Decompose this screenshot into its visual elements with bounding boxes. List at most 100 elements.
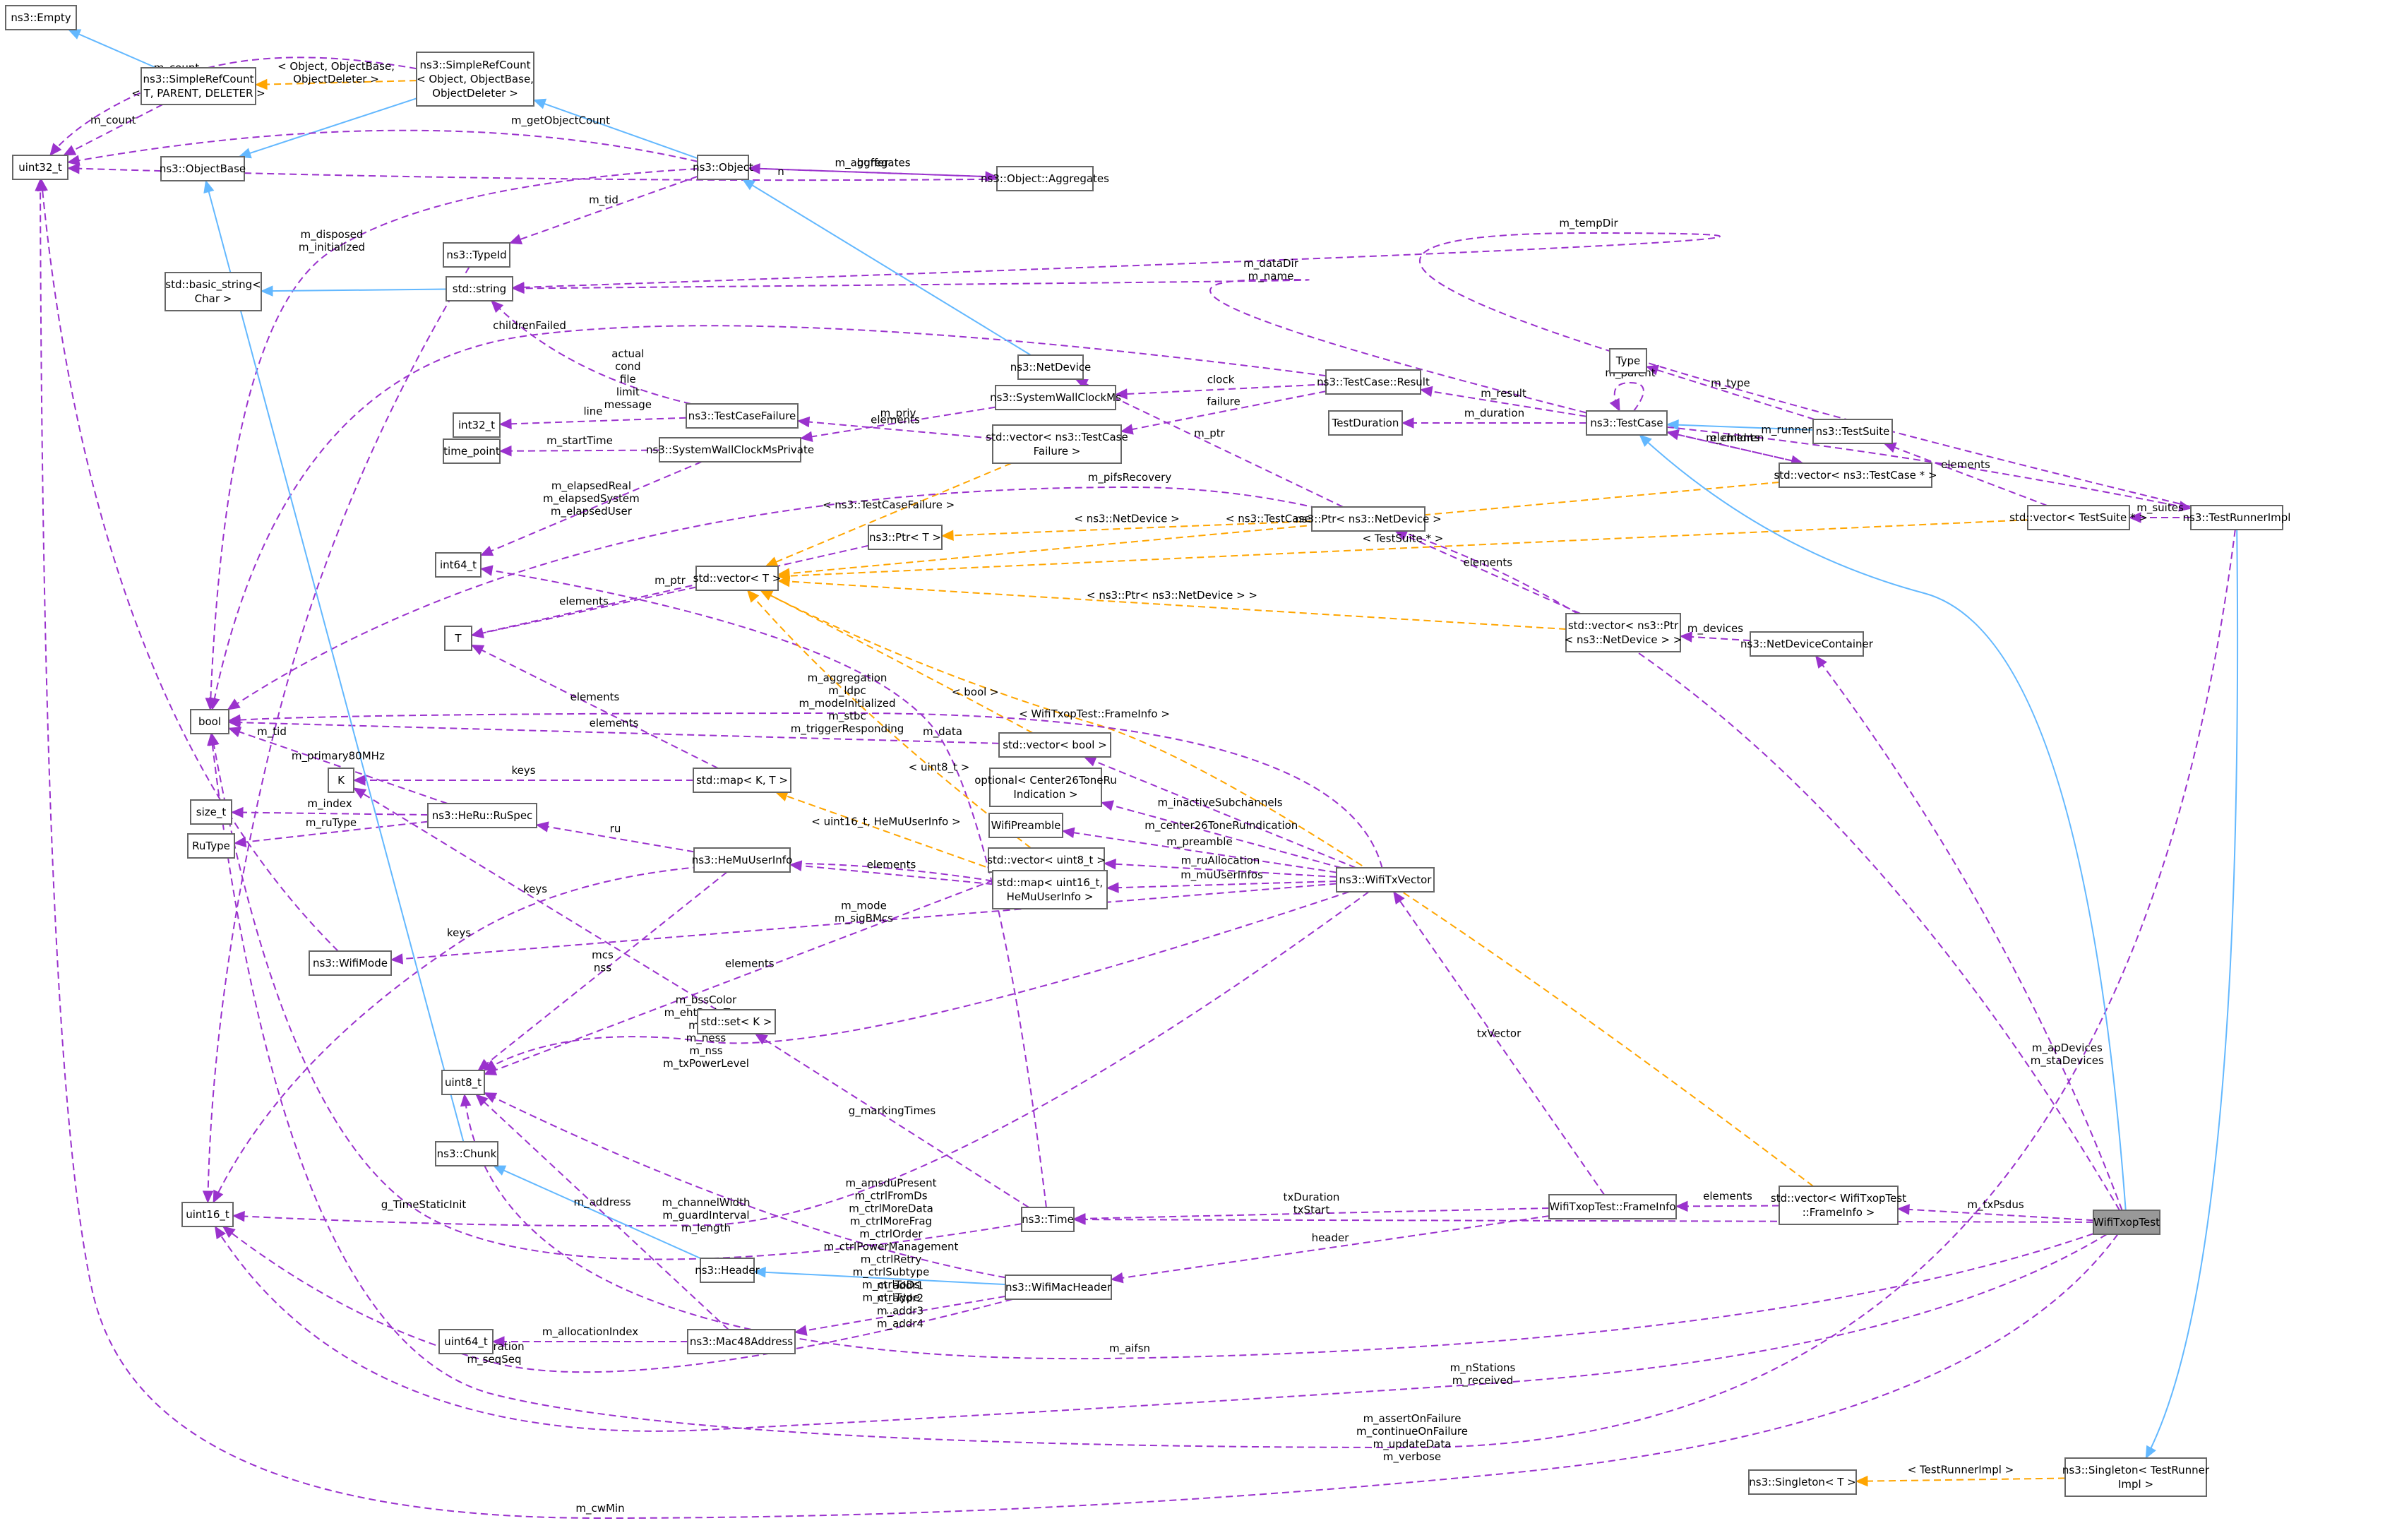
arrowhead-icon	[35, 178, 46, 191]
class-node-txoptest[interactable]: WifiTxopTest	[2093, 1210, 2160, 1235]
node-label: < Object, ObjectBase,	[417, 73, 534, 85]
arrowhead-icon	[209, 697, 220, 711]
edge-member-txvector-to-wifipreamble	[1061, 827, 1337, 873]
edge-label: elements	[1941, 458, 1990, 471]
class-node-int32[interactable]: int32_t	[453, 412, 501, 438]
edge-line	[1120, 390, 1327, 433]
class-node-uint8[interactable]: uint8_t	[441, 1070, 485, 1095]
node-box	[1609, 348, 1647, 374]
node-box	[1021, 1207, 1075, 1232]
class-node-srcOOD[interactable]: ns3::SimpleRefCount< Object, ObjectBase,…	[416, 52, 534, 107]
class-node-testsuite[interactable]: ns3::TestSuite	[1812, 419, 1893, 444]
edge-line	[213, 862, 993, 1203]
class-node-ptrT[interactable]: ns3::Ptr< T >	[868, 525, 943, 550]
class-node-wifimode[interactable]: ns3::WifiMode	[309, 950, 392, 976]
class-node-object[interactable]: ns3::Object	[693, 155, 753, 180]
class-node-srcTPD[interactable]: ns3::SimpleRefCount< T, PARENT, DELETER …	[131, 67, 265, 105]
class-node-swcmp[interactable]: ns3::SystemWallClockMsPrivate	[646, 437, 814, 462]
arrowhead-icon	[222, 1226, 236, 1238]
edge-line	[746, 590, 1032, 849]
arrowhead-icon	[1666, 429, 1680, 441]
class-node-T[interactable]: T	[444, 626, 472, 651]
class-node-K[interactable]: K	[328, 768, 354, 793]
class-node-basicstring[interactable]: std::basic_string<Char >	[165, 272, 262, 311]
class-node-uint64[interactable]: uint64_t	[438, 1329, 494, 1354]
arrowhead-icon	[511, 282, 525, 294]
edge-member-vecT-to-T	[470, 586, 697, 639]
class-node-timepoint[interactable]: time_point	[443, 438, 501, 464]
edge-label: elements	[590, 717, 639, 729]
class-node-mac48[interactable]: ns3::Mac48Address	[687, 1329, 796, 1354]
class-node-ptrND[interactable]: ns3::Ptr< ns3::NetDevice >	[1295, 506, 1442, 532]
class-node-mapu16[interactable]: std::map< uint16_t,HeMuUserInfo >	[992, 870, 1108, 909]
class-node-tcresult[interactable]: ns3::TestCase::Result	[1317, 369, 1430, 395]
class-node-singTR[interactable]: ns3::Singleton< TestRunnerImpl >	[2062, 1457, 2210, 1497]
class-node-rutype[interactable]: RuType	[187, 833, 235, 859]
class-node-sizet[interactable]: size_t	[190, 799, 232, 825]
edge-label-line: m_duration	[1464, 407, 1524, 420]
class-node-ndc[interactable]: ns3::NetDeviceContainer	[1740, 631, 1874, 657]
class-node-time[interactable]: ns3::Time	[1021, 1207, 1075, 1232]
class-node-singT[interactable]: ns3::Singleton< T >	[1748, 1469, 1857, 1495]
class-node-aggregates[interactable]: ns3::Object::Aggregates	[981, 166, 1109, 191]
edge-label: line	[583, 405, 602, 417]
class-node-swcm[interactable]: ns3::SystemWallClockMs	[990, 385, 1121, 410]
class-node-uint16[interactable]: uint16_t	[181, 1202, 234, 1227]
class-node-testduration[interactable]: TestDuration	[1328, 410, 1403, 436]
edge-label-line: m_bssColor	[676, 993, 737, 1007]
node-label: std::string	[453, 282, 506, 295]
edge-member-vecbool-to-bool	[227, 717, 1000, 744]
class-node-uint32[interactable]: uint32_t	[12, 155, 68, 180]
class-node-vecTSp[interactable]: std::vector< TestSuite * >	[2009, 505, 2148, 530]
arrowhead-icon	[1883, 442, 1897, 453]
class-node-typeid[interactable]: ns3::TypeId	[443, 242, 510, 268]
edge-line	[471, 544, 869, 636]
edge-label: m_cwMin	[575, 1502, 624, 1515]
class-node-netdevice[interactable]: ns3::NetDevice	[1010, 354, 1092, 380]
class-node-mapKT[interactable]: std::map< K, T >	[693, 768, 791, 793]
class-node-int64[interactable]: int64_t	[435, 552, 482, 578]
edge-template-vecbool-to-vecT	[760, 590, 1034, 734]
edge-label-line: m_ctrlRetry	[861, 1253, 922, 1267]
class-node-header[interactable]: ns3::Header	[695, 1258, 760, 1283]
class-node-machdr[interactable]: ns3::WifiMacHeader	[1005, 1275, 1112, 1300]
class-node-vecFI[interactable]: std::vector< WifiTxopTest::FrameInfo >	[1771, 1186, 1906, 1225]
class-node-empty[interactable]: ns3::Empty	[5, 5, 77, 30]
class-node-runner[interactable]: ns3::TestRunnerImpl	[2183, 505, 2291, 530]
edge-line	[742, 179, 1032, 356]
arrowhead-icon	[238, 148, 252, 159]
class-node-stdstring[interactable]: std::string	[446, 276, 513, 302]
class-node-bool[interactable]: bool	[190, 709, 229, 734]
class-node-frameinfo[interactable]: WifiTxopTest::FrameInfo	[1548, 1194, 1677, 1219]
class-node-tcfailure[interactable]: ns3::TestCaseFailure	[686, 403, 799, 429]
arrowhead-icon	[747, 163, 760, 174]
class-node-setK[interactable]: std::set< K >	[697, 1009, 776, 1034]
edge-label-line: m_triggerResponding	[791, 722, 904, 736]
arrowhead-icon	[483, 1092, 498, 1103]
class-node-vecu8[interactable]: std::vector< uint8_t >	[987, 847, 1106, 873]
edge-label: < WifiTxopTest::FrameInfo >	[1019, 708, 1170, 720]
edge-label: m_center26ToneRuIndication	[1144, 819, 1298, 832]
edge-line	[228, 727, 448, 804]
edge-label-line: m_count	[90, 114, 136, 127]
edge-label-line: m_getObjectCount	[511, 114, 610, 127]
class-node-type[interactable]: Type	[1609, 348, 1647, 374]
class-node-objbase[interactable]: ns3::ObjectBase	[160, 156, 246, 181]
class-node-vecT[interactable]: std::vector< T >	[693, 566, 782, 591]
class-node-wifipreamble[interactable]: WifiPreamble	[988, 813, 1063, 838]
edge-member-txoptest-to-bool	[227, 486, 2120, 1211]
arrowhead-icon	[352, 787, 367, 799]
edge-label-line: m_addr1	[877, 1279, 923, 1292]
class-node-vecTCF[interactable]: std::vector< ns3::TestCaseFailure >	[986, 424, 1128, 464]
class-node-testcase[interactable]: ns3::TestCase	[1586, 410, 1668, 436]
class-node-vecTCp[interactable]: std::vector< ns3::TestCase * >	[1774, 462, 1937, 488]
edge-label: keys	[523, 883, 547, 895]
class-node-ruspec[interactable]: ns3::HeRu::RuSpec	[427, 803, 537, 828]
edge-label: < TestSuite * >	[1363, 532, 1444, 544]
class-node-chunk[interactable]: ns3::Chunk	[435, 1141, 498, 1166]
class-node-vecPtrND[interactable]: std::vector< ns3::Ptr< ns3::NetDevice > …	[1565, 613, 1682, 652]
class-node-vecbool[interactable]: std::vector< bool >	[998, 732, 1111, 758]
class-node-txvector[interactable]: ns3::WifiTxVector	[1336, 867, 1435, 893]
class-node-hemu[interactable]: ns3::HeMuUserInfo	[692, 847, 793, 873]
